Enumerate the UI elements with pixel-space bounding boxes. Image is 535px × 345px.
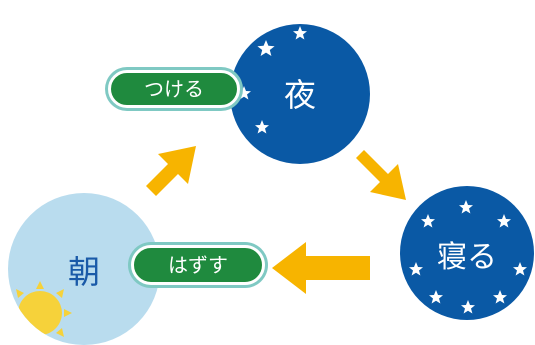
remove-label-pill: はずす [131,245,265,285]
arrow-sleep-to-morning [272,242,370,294]
sun-icon [16,281,72,337]
night-label: 夜 [283,76,316,114]
star-icon [409,200,527,314]
arrow-night-to-sleep [356,150,406,200]
wear-label-pill: つける [108,70,240,108]
morning-label: 朝 [67,253,100,291]
star-icon [237,26,307,134]
sleep-label: 寝る [437,240,497,275]
night-circle: 夜 [230,24,370,164]
sleep-circle: 寝る [400,186,534,320]
arrow-morning-to-night [146,146,196,196]
